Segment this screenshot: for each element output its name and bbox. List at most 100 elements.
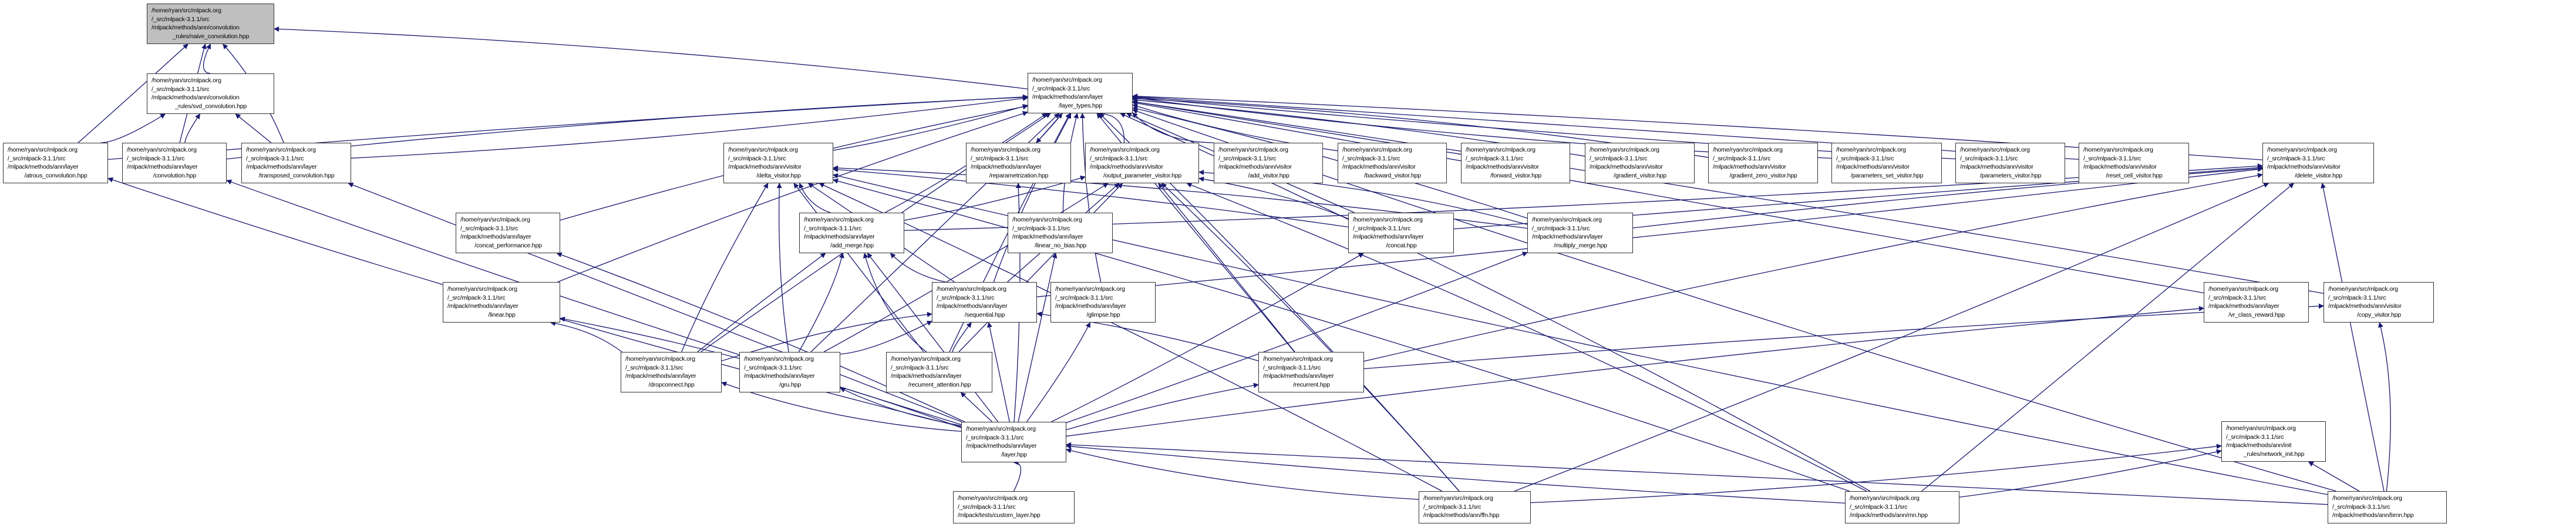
node-reparametrization[interactable]: /home/ryan/src/mlpack.org/_src/mlpack-3.…	[966, 143, 1071, 183]
node-label-line: /delta_visitor.hpp	[756, 172, 801, 179]
node-custom-layer[interactable]: /home/ryan/src/mlpack.org/_src/mlpack-3.…	[953, 491, 1075, 523]
node-backward-visitor[interactable]: /home/ryan/src/mlpack.org/_src/mlpack-3.…	[1338, 143, 1447, 183]
node-ffn[interactable]: /home/ryan/src/mlpack.org/_src/mlpack-3.…	[1419, 491, 1531, 523]
node-transposed-convolution[interactable]: /home/ryan/src/mlpack.org/_src/mlpack-3.…	[241, 143, 351, 183]
edge-brnn-to-network-init	[2308, 461, 2360, 492]
node-label-line: /home/ryan/src/mlpack.org	[625, 355, 695, 362]
node-parameters-visitor[interactable]: /home/ryan/src/mlpack.org/_src/mlpack-3.…	[1955, 143, 2065, 183]
node-label-line: /home/ryan/src/mlpack.org	[2328, 286, 2398, 293]
node-delta-visitor[interactable]: /home/ryan/src/mlpack.org/_src/mlpack-3.…	[723, 143, 833, 183]
node-label-line: /sequential.hpp	[964, 311, 1005, 318]
edge-layer-to-sequential	[987, 322, 1010, 422]
node-label-line: /mlpack/methods/ann/layer	[937, 303, 1008, 310]
node-label-line: /mlpack/methods/ann/layer	[246, 163, 317, 170]
node-label-line: /mlpack/methods/ann/layer	[8, 163, 79, 170]
node-label-line: /home/ryan/src/mlpack.org	[1590, 146, 1659, 153]
edge-add-merge-to-output-parameter-visitor	[904, 175, 1086, 221]
node-label-line: /layer_types.hpp	[1059, 102, 1102, 109]
node-label-line: /home/ryan/src/mlpack.org	[1090, 146, 1160, 153]
node-label-line: /mlpack/methods/ann/init	[2226, 442, 2292, 449]
node-label-line: /home/ryan/src/mlpack.org	[447, 286, 517, 293]
node-label-line: /mlpack/methods/ann/layer	[460, 233, 531, 240]
node-label-line: /home/ryan/src/mlpack.org	[1423, 495, 1493, 502]
node-label-line: /mlpack/methods/ann/ffn.hpp	[1423, 512, 1500, 519]
node-label-line: /mlpack/methods/ann/layer	[891, 372, 962, 380]
edge-layer-to-vr-class-reward	[1066, 306, 2204, 437]
node-gradient-visitor[interactable]: /home/ryan/src/mlpack.org/_src/mlpack-3.…	[1585, 143, 1695, 183]
node-concat-performance[interactable]: /home/ryan/src/mlpack.org/_src/mlpack-3.…	[456, 213, 560, 253]
node-label-line: /mlpack/methods/ann/layer	[447, 303, 518, 310]
node-label-line: /mlpack/methods/ann/visitor	[1713, 163, 1786, 170]
node-brnn[interactable]: /home/ryan/src/mlpack.org/_src/mlpack-3.…	[2328, 491, 2447, 523]
node-label-line: /parameters_visitor.hpp	[1979, 172, 2042, 179]
node-label-line: /copy_visitor.hpp	[2357, 311, 2401, 318]
edge-rnn-to-delete-visitor	[1921, 183, 2294, 492]
node-label-line: /gru.hpp	[779, 381, 801, 388]
node-naive-convolution: /home/ryan/src/mlpack.org/_src/mlpack-3.…	[147, 4, 274, 44]
node-label-line: /mlpack/methods/ann/visitor	[1218, 163, 1292, 170]
node-label-line: /home/ryan/src/mlpack.org	[2267, 146, 2337, 153]
node-label-line: /home/ryan/src/mlpack.org	[151, 7, 221, 14]
node-sequential[interactable]: /home/ryan/src/mlpack.org/_src/mlpack-3.…	[932, 282, 1037, 323]
node-atrous-convolution[interactable]: /home/ryan/src/mlpack.org/_src/mlpack-3.…	[3, 143, 108, 183]
node-label-line: /_src/mlpack-3.1.1/src	[151, 15, 210, 23]
edge-layer-to-recurrent-attention	[960, 392, 993, 422]
edge-layer-to-concat-performance	[556, 252, 965, 422]
node-label-line: /output_parameter_visitor.hpp	[1103, 172, 1182, 179]
node-label-line: /_src/mlpack-3.1.1/src	[127, 155, 185, 162]
node-label-line: /vr_class_reward.hpp	[2228, 311, 2285, 318]
node-label-line: /home/ryan/src/mlpack.org	[246, 146, 316, 153]
node-label-line: /mlpack/methods/ann/visitor	[2083, 163, 2157, 170]
node-add-visitor[interactable]: /home/ryan/src/mlpack.org/_src/mlpack-3.…	[1214, 143, 1323, 183]
node-label-line: /mlpack/methods/ann/layer	[2208, 303, 2279, 310]
edge-layer-to-concat	[1051, 253, 1364, 422]
edge-layer-to-glimpse	[1026, 322, 1091, 422]
node-copy-visitor[interactable]: /home/ryan/src/mlpack.org/_src/mlpack-3.…	[2324, 282, 2434, 323]
node-delete-visitor[interactable]: /home/ryan/src/mlpack.org/_src/mlpack-3.…	[2262, 143, 2374, 183]
node-label-line: /mlpack/methods/ann/layer	[1263, 372, 1334, 380]
node-label-line: /home/ryan/src/mlpack.org	[1342, 146, 1412, 153]
node-glimpse[interactable]: /home/ryan/src/mlpack.org/_src/mlpack-3.…	[1050, 282, 1156, 323]
node-label-line: /home/ryan/src/mlpack.org	[804, 216, 874, 223]
node-label-line: /_src/mlpack-3.1.1/src	[728, 155, 786, 162]
node-label-line: /linear.hpp	[488, 311, 516, 318]
edge-concat-to-delta-visitor	[833, 167, 1349, 228]
node-add-merge[interactable]: /home/ryan/src/mlpack.org/_src/mlpack-3.…	[799, 213, 904, 253]
node-linear[interactable]: /home/ryan/src/mlpack.org/_src/mlpack-3.…	[443, 282, 560, 323]
node-label-line: /_src/mlpack-3.1.1/src	[2328, 294, 2386, 301]
node-svd-convolution[interactable]: /home/ryan/src/mlpack.org/_src/mlpack-3.…	[147, 73, 274, 114]
node-parameters-set-visitor[interactable]: /home/ryan/src/mlpack.org/_src/mlpack-3.…	[1831, 143, 1942, 183]
node-layer-types[interactable]: /home/ryan/src/mlpack.org/_src/mlpack-3.…	[1028, 73, 1133, 113]
node-forward-visitor[interactable]: /home/ryan/src/mlpack.org/_src/mlpack-3.…	[1461, 143, 1570, 183]
edge-sequential-to-add-merge	[890, 253, 946, 283]
node-multiply-merge[interactable]: /home/ryan/src/mlpack.org/_src/mlpack-3.…	[1527, 213, 1633, 253]
edge-layer-to-recurrent	[1066, 382, 1259, 431]
node-label-line: /reset_cell_visitor.hpp	[2106, 172, 2163, 179]
node-label-line: /dropconnect.hpp	[648, 381, 695, 388]
node-reset-cell-visitor[interactable]: /home/ryan/src/mlpack.org/_src/mlpack-3.…	[2079, 143, 2189, 183]
node-label-line: /home/ryan/src/mlpack.org	[460, 216, 530, 223]
node-gradient-zero-visitor[interactable]: /home/ryan/src/mlpack.org/_src/mlpack-3.…	[1708, 143, 1818, 183]
node-dropconnect[interactable]: /home/ryan/src/mlpack.org/_src/mlpack-3.…	[621, 352, 722, 392]
node-output-parameter-visitor[interactable]: /home/ryan/src/mlpack.org/_src/mlpack-3.…	[1085, 143, 1199, 183]
node-rnn[interactable]: /home/ryan/src/mlpack.org/_src/mlpack-3.…	[1845, 491, 1959, 523]
node-label-line: /mlpack/methods/ann/visitor	[1342, 163, 1416, 170]
node-label-line: /mlpack/methods/ann/convolution	[151, 24, 240, 31]
node-convolution[interactable]: /home/ryan/src/mlpack.org/_src/mlpack-3.…	[122, 143, 227, 183]
node-layer[interactable]: /home/ryan/src/mlpack.org/_src/mlpack-3.…	[961, 422, 1066, 462]
node-vr-class-reward[interactable]: /home/ryan/src/mlpack.org/_src/mlpack-3.…	[2204, 282, 2309, 323]
node-recurrent[interactable]: /home/ryan/src/mlpack.org/_src/mlpack-3.…	[1258, 352, 1364, 392]
node-label-line: /_src/mlpack-3.1.1/src	[1218, 155, 1277, 162]
node-recurrent-attention[interactable]: /home/ryan/src/mlpack.org/_src/mlpack-3.…	[886, 352, 992, 392]
node-concat[interactable]: /home/ryan/src/mlpack.org/_src/mlpack-3.…	[1348, 213, 1454, 253]
edge-add-merge-to-delta-visitor	[799, 183, 831, 213]
node-label-line: /home/ryan/src/mlpack.org	[151, 77, 221, 84]
node-label-line: _rules/network_init.hpp	[2243, 450, 2305, 458]
edge-layer-types-to-reparametrization	[1036, 113, 1063, 143]
edge-ffn-to-network-init	[1530, 444, 2222, 503]
node-linear-no-bias[interactable]: /home/ryan/src/mlpack.org/_src/mlpack-3.…	[1008, 213, 1113, 253]
node-network-init[interactable]: /home/ryan/src/mlpack.org/_src/mlpack-3.…	[2221, 421, 2326, 462]
node-gru[interactable]: /home/ryan/src/mlpack.org/_src/mlpack-3.…	[739, 352, 840, 392]
edge-parameters-visitor-to-layer-types	[1132, 95, 1956, 160]
